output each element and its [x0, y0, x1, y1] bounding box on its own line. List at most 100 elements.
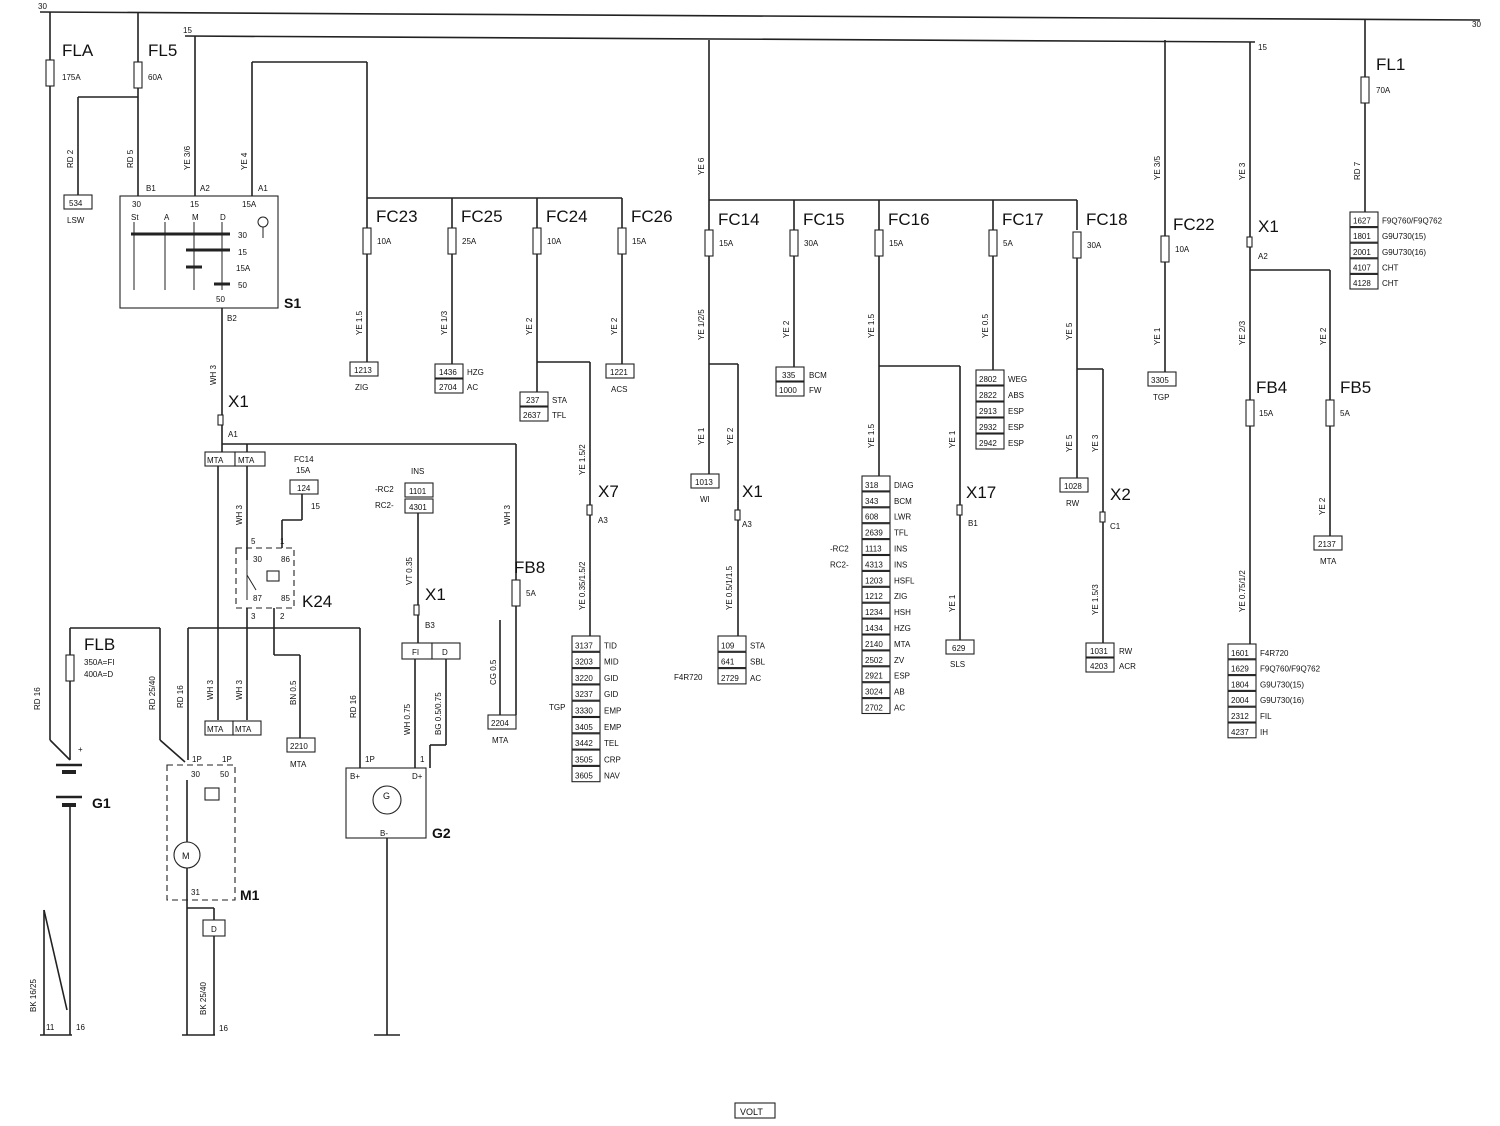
block-2210 — [286, 737, 316, 753]
block-1436-code: 1436 — [439, 368, 457, 377]
fuse-fc16-rating: 15A — [889, 239, 904, 248]
diag-row-box — [861, 698, 891, 715]
wire-ye1253: YE 1/2/5 — [697, 309, 706, 340]
fuse-fc26-rating: 15A — [632, 237, 647, 246]
rail-30-label-right: 30 — [1472, 20, 1481, 29]
s1-row-50: 50 — [238, 281, 247, 290]
k24-pin-85: 85 — [281, 594, 290, 603]
wire-ye4: YE 4 — [240, 152, 249, 170]
wire-ye15c: YE 1.5 — [867, 423, 876, 448]
fuse-fb4 — [1245, 399, 1255, 427]
wire-ye1b: YE 1 — [1153, 327, 1162, 345]
rail-15-label: 15 — [183, 26, 192, 35]
fuse-fc15 — [789, 229, 799, 257]
starter-solenoid — [204, 787, 220, 801]
weg-row-code: 2932 — [979, 423, 997, 432]
fil-row-code: 4237 — [1231, 728, 1249, 737]
block-1031-label: RW — [1119, 647, 1133, 656]
tid-row-label: TID — [604, 641, 617, 650]
fuse-fla — [45, 59, 55, 87]
connector-x17-name: X17 — [966, 483, 996, 502]
weg-row-label: WEG — [1008, 375, 1027, 384]
block-1031 — [1085, 642, 1115, 658]
diag-row-label: ESP — [894, 672, 910, 681]
block-2637-code: 2637 — [523, 411, 541, 420]
diag-row-label: INS — [894, 545, 907, 554]
block-629-code: 629 — [952, 644, 966, 653]
diag-row-box — [861, 523, 891, 540]
block-1213-label: ZIG — [355, 383, 368, 392]
k24-pin-2: 2 — [280, 612, 285, 621]
block-629-label: SLS — [950, 660, 965, 669]
block-335 — [775, 366, 805, 382]
fl1-row-label: F9Q760/F9Q762 — [1382, 217, 1443, 226]
weg-row-label: ESP — [1008, 423, 1024, 432]
wire-ye3: YE 3 — [1238, 162, 1247, 180]
wire-ye2c: YE 2 — [726, 427, 735, 445]
fuse-fb5 — [1325, 399, 1335, 427]
diag-row-code: 1113 — [865, 545, 882, 554]
fil-row-box — [1227, 675, 1257, 691]
fuse-bus-right: YE 6 FC14 15A YE 1/2/5 YE 1 YE 2 1013 WI… — [674, 40, 1136, 715]
wire-wh3a: WH 3 — [209, 364, 218, 385]
block-2204-label: MTA — [492, 736, 509, 745]
tid-row-code: 3203 — [575, 658, 593, 667]
diag-row-label: AB — [894, 688, 905, 697]
block-lsw-code: 534 — [69, 199, 83, 208]
m1-pin-1p-b: 1P — [222, 755, 232, 764]
fl1-row-box — [1349, 211, 1379, 228]
tid-row-label: EMP — [604, 707, 621, 716]
sbl-row-box — [717, 668, 747, 685]
wire-ye6: YE 6 — [697, 157, 706, 175]
battery-g1-name: G1 — [92, 795, 111, 811]
fil-row-code: 1629 — [1231, 665, 1249, 674]
k24-pin-1: 1 — [280, 537, 285, 546]
motor-symbol: M — [182, 851, 190, 861]
tid-row-code: 3220 — [575, 674, 593, 683]
diag-row-box — [861, 634, 891, 651]
mta-label-2: MTA — [238, 456, 255, 465]
wire-ye23: YE 2/3 — [1238, 320, 1247, 345]
fl1-row-code: 4128 — [1353, 279, 1371, 288]
wire-bg05: BG 0.5/0.75 — [434, 692, 443, 735]
fuse-fla-branch: FLA 175A RD 16 — [33, 12, 94, 740]
fl1-row-label: G9U730(15) — [1382, 232, 1426, 241]
mta-label-4: MTA — [235, 725, 252, 734]
block-2204-code: 2204 — [491, 719, 509, 728]
weg-row-label: ESP — [1008, 407, 1024, 416]
diag-row-label: BCM — [894, 497, 912, 506]
connector-x2-name: X2 — [1110, 485, 1131, 504]
fuse-fl1-rating: 70A — [1376, 86, 1391, 95]
fuse-fc22 — [1160, 235, 1170, 263]
fuse-fc22-rating: 10A — [1175, 245, 1190, 254]
fuse-fl5 — [133, 61, 143, 89]
block-1028-code: 1028 — [1064, 482, 1082, 491]
starter-m1-body — [166, 764, 236, 901]
power-rails: 30 30 15 15 — [38, 2, 1481, 52]
s1-row-30: 30 — [238, 231, 247, 240]
fuse-fc14 — [704, 229, 714, 257]
m1-pin-31: 31 — [191, 888, 200, 897]
fuse-fl1 — [1360, 76, 1370, 104]
connector-x1b-name: X1 — [1258, 217, 1279, 236]
terminal-16b: 16 — [219, 1024, 228, 1033]
connector-x1c-name: X1 — [742, 482, 763, 501]
s1-pin-b2: B2 — [227, 314, 237, 323]
wire-rd7: RD 7 — [1353, 161, 1362, 180]
diag-row-code: 2702 — [865, 704, 883, 713]
s1-pin-b1: B1 — [146, 184, 156, 193]
wire-rd2: RD 2 — [66, 149, 75, 168]
g2-pin-dplus: D+ — [412, 772, 423, 781]
tid-row-label: MID — [604, 658, 619, 667]
block-629 — [945, 639, 975, 655]
fil-row-label: F4R720 — [1260, 649, 1289, 658]
ins-row-2-code: 4301 — [409, 503, 427, 512]
fl1-row-box — [1349, 242, 1379, 259]
diag-row-box — [861, 539, 891, 556]
ins-row-1-box — [404, 482, 434, 498]
fuse-fc16 — [874, 229, 884, 257]
sbl-row-label: SBL — [750, 658, 766, 667]
